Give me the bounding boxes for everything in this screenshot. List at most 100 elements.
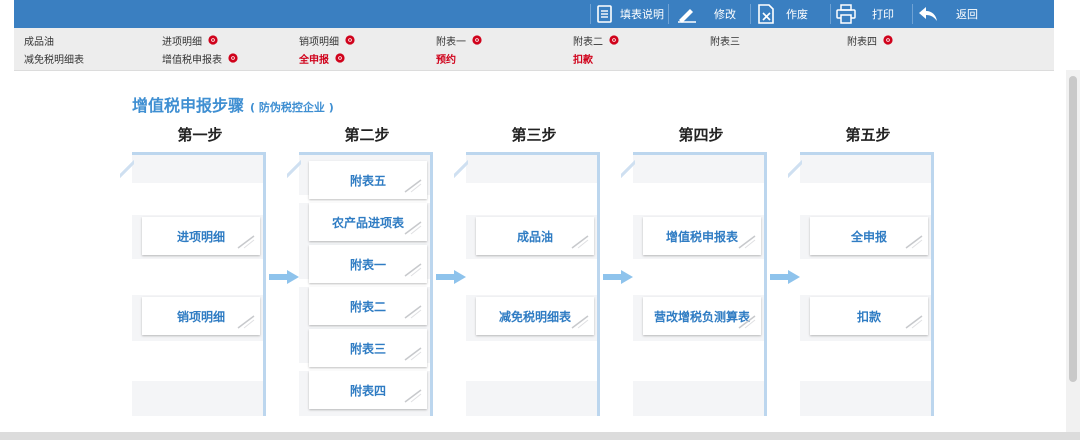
step-card[interactable]: 增值税申报表 (643, 217, 761, 255)
nav-item[interactable]: 附表三 (710, 32, 740, 48)
modify-button[interactable]: 修改 (676, 3, 736, 25)
void-label: 作废 (786, 8, 808, 21)
step-card-label: 附表四 (349, 383, 386, 398)
step-card[interactable]: 扣款 (810, 297, 928, 335)
flow-arrow-icon (770, 270, 800, 284)
column-band (633, 341, 764, 381)
required-flower-icon (335, 53, 345, 63)
step-header: 第五步 (845, 126, 891, 144)
column-band (132, 259, 263, 295)
step-card-label: 附表五 (349, 173, 386, 188)
nav-item-label: 附表二 (573, 36, 603, 48)
nav-item-label: 附表一 (436, 36, 466, 48)
print-button[interactable]: 打印 (836, 3, 894, 25)
step-column: 增值税申报表营改增税负测算表 (621, 152, 767, 416)
required-flower-icon (609, 35, 619, 45)
vertical-scrollbar[interactable] (1066, 70, 1080, 432)
nav-item[interactable]: 附表二 (573, 32, 619, 48)
column-band (132, 341, 263, 381)
column-band (800, 341, 931, 381)
column-band (466, 259, 597, 295)
top-toolbar: 填表说明 修改 作废 打印 返回 (14, 0, 1054, 28)
nav-item[interactable]: 扣款 (573, 50, 593, 66)
nav-item[interactable]: 增值税申报表 (162, 50, 238, 66)
step-card[interactable]: 附表四 (309, 371, 427, 409)
page-curl-icon (404, 179, 422, 193)
column-band (299, 279, 430, 287)
column-band (132, 183, 263, 215)
toolbar-separator (830, 4, 831, 24)
page-title: 增值税申报步骤 ( 防伪税控企业 ) (132, 92, 334, 116)
void-button[interactable]: 作废 (756, 3, 808, 25)
step-card[interactable]: 附表一 (309, 245, 427, 283)
horizontal-scrollbar[interactable] (0, 432, 1080, 440)
page-title-text: 增值税申报步骤 (132, 96, 245, 115)
nav-item-label: 附表四 (847, 36, 877, 48)
step-card-label: 农产品进项表 (331, 215, 404, 230)
step-card[interactable]: 销项明细 (142, 297, 260, 335)
step-card-label: 附表一 (349, 257, 386, 272)
page-curl-icon (404, 221, 422, 235)
step-header: 第一步 (177, 126, 223, 144)
nav-item-label: 附表三 (710, 36, 740, 48)
print-label: 打印 (872, 8, 894, 21)
scrollbar-thumb[interactable] (1069, 76, 1077, 382)
nav-item-label: 进项明细 (162, 36, 202, 48)
page-curl-icon (237, 235, 255, 249)
nav-item[interactable]: 附表四 (847, 32, 893, 48)
toolbar-separator (668, 4, 669, 24)
required-flower-icon (208, 35, 218, 45)
nav-item[interactable]: 成品油 (24, 32, 54, 48)
flow-arrow-icon (269, 270, 299, 284)
step-column: 附表五农产品进项表附表一附表二附表三附表四 (287, 152, 433, 416)
step-card[interactable]: 减免税明细表 (476, 297, 594, 335)
void-document-icon (758, 4, 774, 24)
column-band (633, 183, 764, 215)
printer-icon (836, 4, 856, 24)
required-flower-icon (228, 53, 238, 63)
column-band (466, 183, 597, 215)
fill-help-label: 填表说明 (620, 8, 664, 21)
step-column: 进项明细销项明细 (120, 152, 266, 416)
nav-item-label: 全申报 (299, 54, 329, 66)
required-flower-icon (345, 35, 355, 45)
nav-item-label: 增值税申报表 (162, 54, 222, 66)
nav-item-label: 销项明细 (299, 36, 339, 48)
back-button[interactable]: 返回 (918, 3, 978, 25)
form-nav-bar: 成品油 进项明细 销项明细 附表一 附表二 附表三 附表四 减免税明细表 增值税申报表 全申报 预… (14, 28, 1054, 71)
page-curl-icon (738, 235, 756, 249)
required-flower-icon (883, 35, 893, 45)
column-band (800, 183, 931, 215)
page-subtitle: ( 防伪税控企业 ) (250, 101, 334, 114)
page-curl-icon (237, 315, 255, 329)
step-card-label: 全申报 (850, 229, 887, 244)
nav-item[interactable]: 附表一 (436, 32, 482, 48)
column-band (800, 259, 931, 295)
step-card[interactable]: 附表二 (309, 287, 427, 325)
toolbar-separator (590, 4, 591, 24)
step-card[interactable]: 附表五 (309, 161, 427, 199)
fill-help-button[interactable]: 填表说明 (596, 3, 664, 25)
step-card[interactable]: 农产品进项表 (309, 203, 427, 241)
modify-label: 修改 (714, 8, 736, 21)
step-card-label: 附表二 (349, 299, 386, 314)
step-card[interactable]: 附表三 (309, 329, 427, 367)
step-card[interactable]: 成品油 (476, 217, 594, 255)
step-card[interactable]: 进项明细 (142, 217, 260, 255)
nav-item[interactable]: 销项明细 (299, 32, 355, 48)
nav-item[interactable]: 全申报 (299, 50, 345, 66)
nav-item[interactable]: 进项明细 (162, 32, 218, 48)
step-header: 第四步 (678, 126, 724, 144)
step-card-label: 扣款 (856, 309, 881, 324)
nav-item[interactable]: 预约 (436, 50, 456, 66)
step-column: 全申报扣款 (788, 152, 934, 416)
back-label: 返回 (956, 8, 978, 21)
step-card[interactable]: 营改增税负测算表 (643, 297, 761, 335)
step-card[interactable]: 全申报 (810, 217, 928, 255)
nav-item[interactable]: 减免税明细表 (24, 50, 84, 66)
page-curl-icon (404, 347, 422, 361)
nav-item-label: 成品油 (24, 36, 54, 48)
step-card-label: 销项明细 (176, 309, 225, 324)
page-curl-icon (738, 315, 756, 329)
nav-item-label: 扣款 (573, 54, 593, 66)
